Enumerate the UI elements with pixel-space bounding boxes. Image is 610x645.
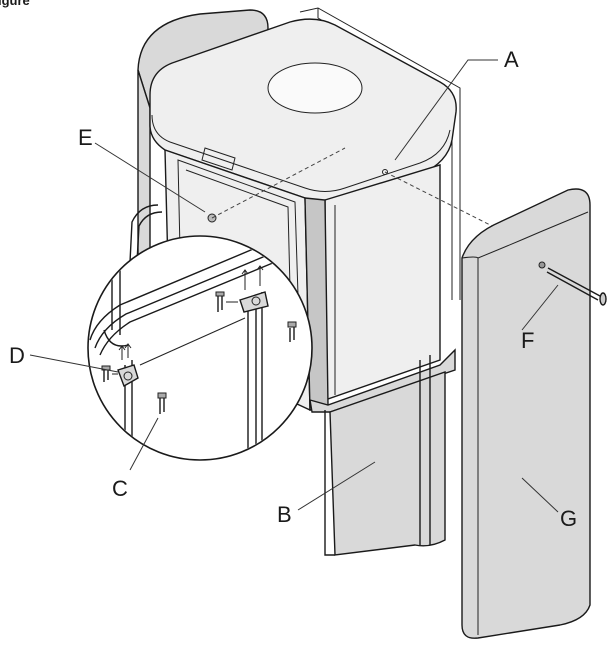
- callout-g: G: [560, 506, 577, 531]
- leader-g: [521, 477, 559, 513]
- leader-d: [29, 354, 119, 373]
- callout-b: B: [277, 502, 292, 527]
- leader-a: [394, 59, 498, 161]
- figure-header: igure: [0, 0, 30, 8]
- top-plate: [267, 62, 363, 114]
- callout-a: A: [504, 47, 519, 72]
- side-panel-g: [461, 188, 591, 639]
- screw-f: [546, 267, 607, 306]
- callout-c: C: [112, 476, 128, 501]
- callout-e: E: [78, 125, 93, 150]
- detail-magnifier: [87, 235, 313, 461]
- leader-lines: [29, 59, 559, 513]
- front-lower-panel: [324, 355, 446, 556]
- callout-f: F: [521, 328, 534, 353]
- screw-hole-f: [538, 261, 546, 269]
- leader-e: [94, 142, 206, 213]
- door-handle: [129, 204, 159, 263]
- bracket-right: [239, 291, 269, 313]
- screw-hole-a: [382, 169, 388, 175]
- leader-f: [521, 284, 559, 331]
- leader-b: [297, 461, 376, 511]
- leader-c: [129, 417, 159, 471]
- callout-d: D: [9, 343, 25, 368]
- bracket-left: [117, 364, 139, 388]
- alignment-lines: [211, 147, 511, 236]
